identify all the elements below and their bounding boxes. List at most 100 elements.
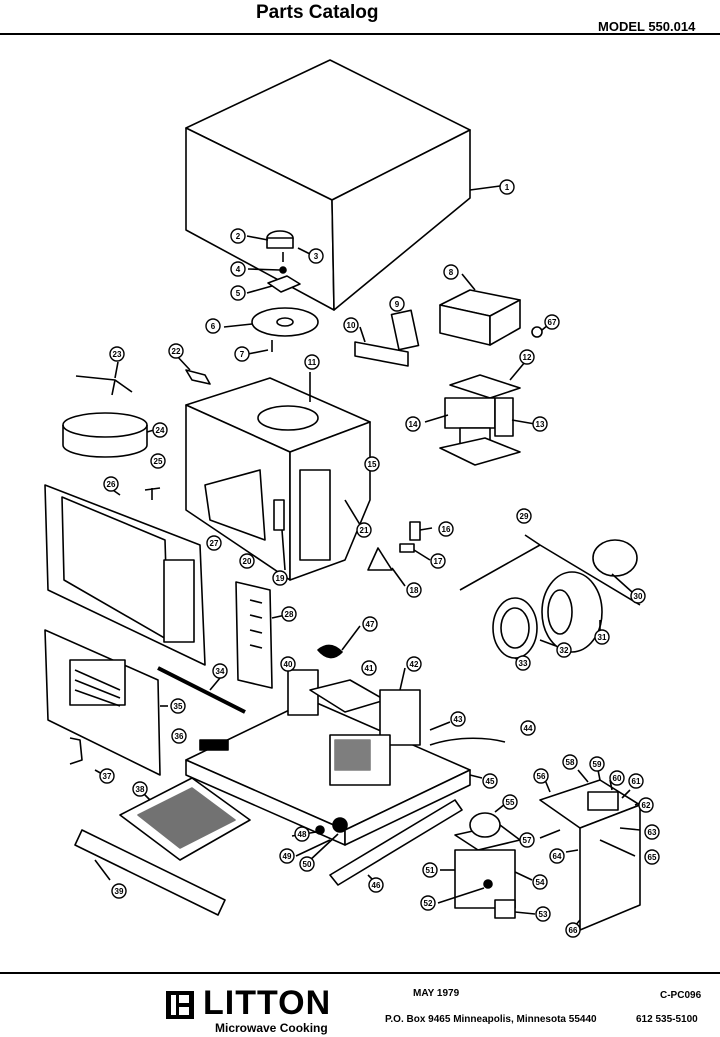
litton-logo-icon: [166, 991, 194, 1019]
callout-67: 67: [544, 314, 560, 330]
svg-text:17: 17: [434, 557, 443, 566]
svg-text:4: 4: [236, 265, 241, 274]
callout-8: 8: [443, 264, 459, 280]
callout-23: 23: [109, 346, 125, 362]
callout-58: 58: [562, 754, 578, 770]
svg-text:12: 12: [523, 353, 532, 362]
part-34: [157, 666, 246, 714]
svg-text:15: 15: [368, 460, 377, 469]
callout-50: 50: [299, 856, 315, 872]
callout-53: 53: [535, 906, 551, 922]
callout-54: 54: [532, 874, 548, 890]
callout-52: 52: [420, 895, 436, 911]
svg-text:7: 7: [240, 350, 245, 359]
svg-text:53: 53: [539, 910, 548, 919]
callout-40: 40: [280, 656, 296, 672]
magnetron: [439, 374, 521, 466]
callout-11: 11: [304, 354, 320, 370]
door-frame: [44, 484, 206, 666]
callout-4: 4: [230, 261, 246, 277]
svg-text:44: 44: [524, 724, 533, 733]
callout-55: 55: [502, 794, 518, 810]
svg-text:47: 47: [366, 620, 375, 629]
svg-text:27: 27: [210, 539, 219, 548]
svg-text:29: 29: [520, 512, 529, 521]
stirrer-blade: [251, 307, 319, 337]
svg-text:56: 56: [537, 772, 546, 781]
svg-text:64: 64: [553, 852, 562, 861]
callout-59: 59: [589, 756, 605, 772]
svg-text:40: 40: [284, 660, 293, 669]
svg-text:28: 28: [285, 610, 294, 619]
callout-38: 38: [132, 781, 148, 797]
svg-text:1: 1: [505, 183, 510, 192]
callout-30: 30: [630, 588, 646, 604]
svg-text:32: 32: [560, 646, 569, 655]
part-16: [409, 521, 421, 541]
brand-tagline: Microwave Cooking: [215, 1021, 328, 1035]
power-cord: [429, 737, 506, 746]
callout-25: 25: [150, 453, 166, 469]
svg-text:34: 34: [216, 667, 225, 676]
callout-37: 37: [99, 768, 115, 784]
svg-text:61: 61: [632, 777, 641, 786]
callout-65: 65: [644, 849, 660, 865]
svg-text:9: 9: [395, 300, 400, 309]
page-title: Parts Catalog: [256, 2, 379, 23]
base-plate: [185, 699, 471, 846]
oven-cavity: [185, 377, 371, 581]
model-number: MODEL 550.014: [598, 19, 696, 34]
callout-61: 61: [628, 773, 644, 789]
svg-text:10: 10: [347, 321, 356, 330]
callout-33: 33: [515, 655, 531, 671]
callout-26: 26: [103, 476, 119, 492]
svg-text:60: 60: [613, 774, 622, 783]
callout-34: 34: [212, 663, 228, 679]
callout-48: 48: [294, 826, 310, 842]
footer-rule: [0, 972, 720, 974]
part-17: [399, 543, 415, 553]
callout-32: 32: [556, 642, 572, 658]
callout-29: 29: [516, 508, 532, 524]
svg-text:35: 35: [174, 702, 183, 711]
callout-60: 60: [609, 770, 625, 786]
callout-62: 62: [638, 797, 654, 813]
rail: [329, 799, 463, 886]
part-25: [144, 487, 161, 500]
svg-text:18: 18: [410, 586, 419, 595]
callout-42: 42: [406, 656, 422, 672]
callout-39: 39: [111, 883, 127, 899]
svg-text:36: 36: [175, 732, 184, 741]
svg-text:45: 45: [486, 777, 495, 786]
relay-board: [539, 779, 641, 931]
svg-text:55: 55: [506, 798, 515, 807]
callout-17: 17: [430, 553, 446, 569]
svg-text:20: 20: [243, 557, 252, 566]
svg-text:59: 59: [593, 760, 602, 769]
part-47: [317, 644, 343, 659]
power-transformer: [329, 734, 391, 786]
publish-date: MAY 1979: [413, 988, 460, 999]
callout-45: 45: [482, 773, 498, 789]
svg-text:39: 39: [115, 887, 124, 896]
svg-text:8: 8: [449, 268, 454, 277]
callout-49: 49: [279, 848, 295, 864]
svg-text:46: 46: [372, 881, 381, 890]
callout-20: 20: [239, 553, 255, 569]
callout-46: 46: [368, 877, 384, 893]
brand-name: LITTON: [203, 984, 332, 1022]
svg-text:2: 2: [236, 232, 241, 241]
callout-16: 16: [438, 521, 454, 537]
svg-text:33: 33: [519, 659, 528, 668]
svg-text:6: 6: [211, 322, 216, 331]
svg-text:58: 58: [566, 758, 575, 767]
bracket-6: [439, 289, 521, 346]
svg-text:54: 54: [536, 878, 545, 887]
callout-15: 15: [364, 456, 380, 472]
part-22: [185, 369, 211, 385]
svg-text:31: 31: [598, 633, 607, 642]
part-18: [367, 547, 393, 571]
svg-text:67: 67: [548, 318, 557, 327]
part-9: [390, 309, 420, 351]
callout-41: 41: [361, 660, 377, 676]
